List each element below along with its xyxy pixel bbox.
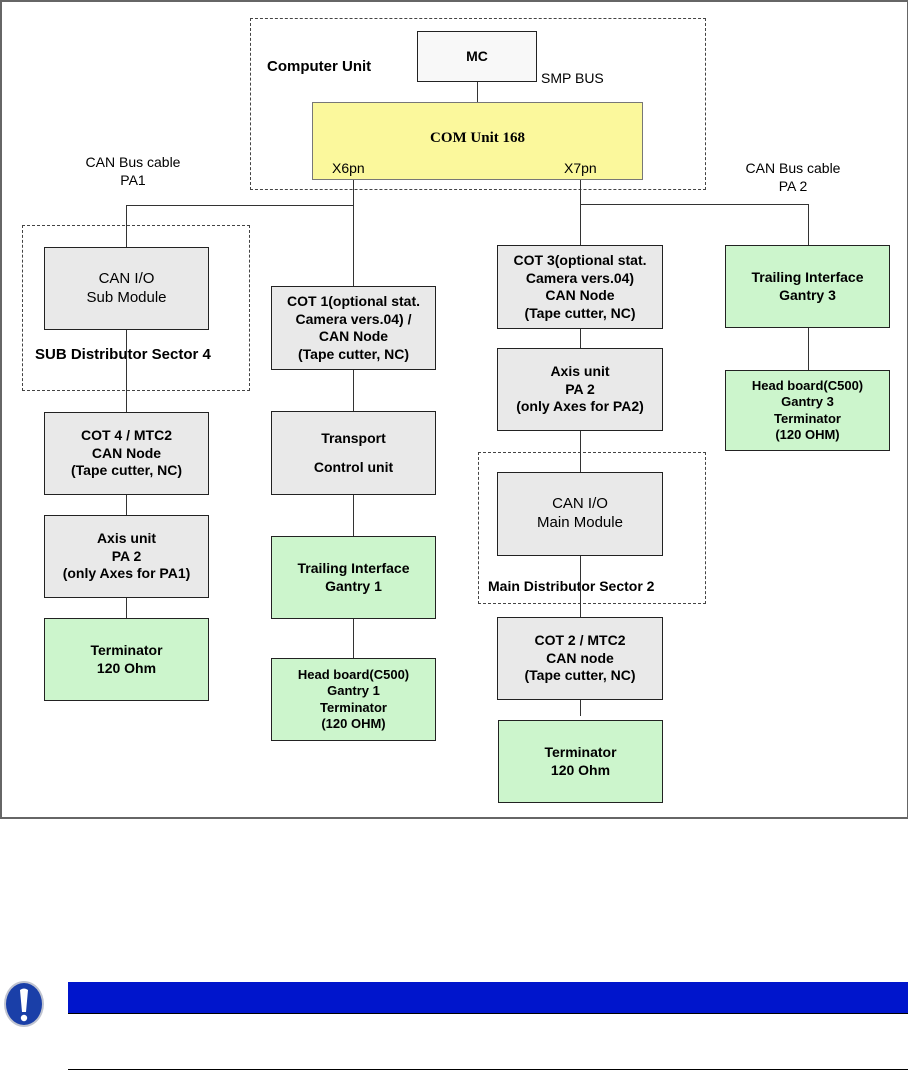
transport-control-unit-box: Transport Control unit [271,411,436,495]
main-distributor-group [478,452,706,604]
x6pn-line [353,180,354,205]
sub-distributor-group [22,225,250,391]
pa2-bus-line [580,204,808,205]
computer-unit-group [250,18,706,190]
main-distributor-label: Main Distributor Sector 2 [488,578,655,594]
x6pn-label: X6pn [332,160,365,176]
can-bus-pa1-label: CAN Bus cable PA1 [85,154,181,188]
note-divider [68,1069,908,1070]
can-io-main-module-box: CAN I/O Main Module [497,472,663,556]
x7pn-label: X7pn [564,160,597,176]
smp-bus-label: SMP BUS [541,70,604,86]
headboard-g3-box: Head board(C500) Gantry 3 Terminator (12… [725,370,890,451]
pa2-mid-drop [580,204,581,716]
com-unit-box: COM Unit 168 [312,102,643,180]
can-bus-pa2-label: CAN Bus cable PA 2 [745,160,841,194]
exclamation-icon [4,981,44,1027]
note-header-bar [68,982,908,1014]
trailing-interface-g1-box: Trailing Interface Gantry 1 [271,536,436,619]
pa1-bus-line [126,205,354,206]
cot1-box: COT 1(optional stat. Camera vers.04) / C… [271,286,436,370]
trailing-interface-g3-box: Trailing Interface Gantry 3 [725,245,890,328]
cot2-box: COT 2 / MTC2 CAN node (Tape cutter, NC) [497,617,663,700]
cot3-box: COT 3(optional stat. Camera vers.04) CAN… [497,245,663,329]
axis-unit-pa2-box: Axis unit PA 2 (only Axes for PA2) [497,348,663,431]
headboard-g1-box: Head board(C500) Gantry 1 Terminator (12… [271,658,436,741]
terminator-left-box: Terminator 120 Ohm [44,618,209,701]
can-io-sub-module-box: CAN I/O Sub Module [44,247,209,330]
computer-unit-label: Computer Unit [267,58,372,75]
cot4-box: COT 4 / MTC2 CAN Node (Tape cutter, NC) [44,412,209,495]
terminator-mid-box: Terminator 120 Ohm [498,720,663,803]
x7pn-line [580,180,581,205]
pa1-left-drop [126,205,127,618]
mc-box: MC [417,31,537,82]
sub-distributor-label: SUB Distributor Sector 4 [35,346,211,363]
mc-com-line [477,81,478,103]
axis-unit-pa1-box: Axis unit PA 2 (only Axes for PA1) [44,515,209,598]
